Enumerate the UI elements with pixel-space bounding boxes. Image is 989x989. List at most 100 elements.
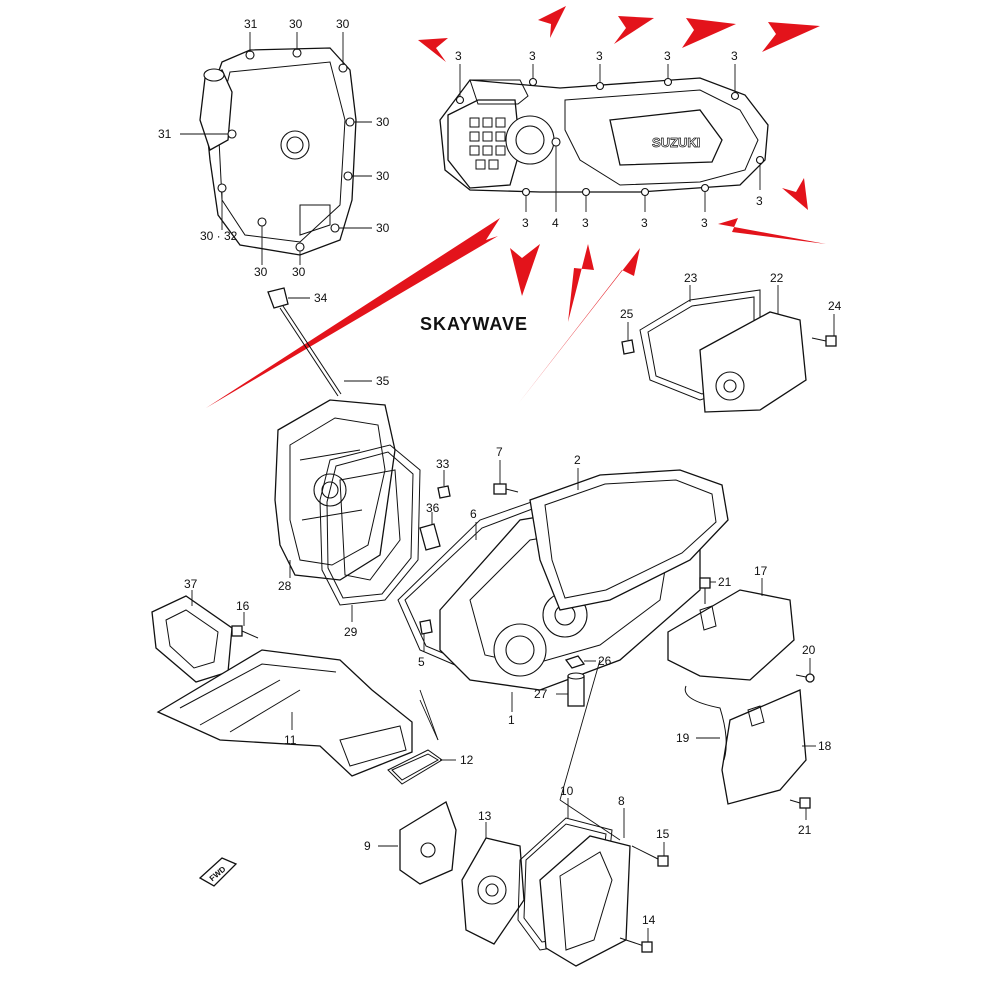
callout-8: 8	[618, 794, 625, 808]
o-ring-12	[387, 749, 456, 785]
callout-36: 36	[426, 501, 440, 515]
assembly-lines	[419, 659, 621, 841]
red-arrow-4	[682, 18, 736, 48]
callout-21-bottom: 21	[798, 823, 812, 837]
callout-27: 27	[534, 687, 548, 701]
callout-3-b: 3	[529, 49, 536, 63]
callout-29: 29	[344, 625, 358, 639]
duct-cover-37	[151, 590, 233, 683]
cvt-cover: SUZUKI	[439, 77, 769, 197]
red-arrow-11	[518, 248, 640, 404]
cover-17	[667, 578, 795, 681]
red-arrow-10	[568, 244, 594, 322]
sleeve-27	[556, 672, 585, 707]
fwd-direction-badge: FWD	[198, 857, 238, 887]
callout-30-top-a: 30	[289, 17, 303, 31]
callout-3-c: 3	[596, 49, 603, 63]
cover-18	[721, 689, 816, 805]
callout-3-j: 3	[522, 216, 529, 230]
callout-15: 15	[656, 827, 670, 841]
air-duct-11	[156, 649, 413, 777]
suzuki-logo: SUZUKI	[652, 135, 700, 150]
callout-1: 1	[508, 713, 515, 727]
bolt-16	[231, 612, 259, 639]
cvt-callout-leaders	[459, 64, 761, 212]
callout-3-f: 3	[756, 194, 763, 208]
bolt-15	[631, 842, 669, 867]
callout-30-bottom-b: 30	[254, 265, 268, 279]
bolt-21-bottom	[789, 797, 811, 820]
magneto-cover	[199, 47, 357, 256]
callout-35: 35	[376, 374, 390, 388]
callout-3-a: 3	[455, 49, 462, 63]
red-arrow-2	[538, 6, 566, 38]
callout-30-right-a: 30	[376, 115, 390, 129]
crankcase-cover-2	[529, 469, 729, 611]
callout-37: 37	[184, 577, 198, 591]
callout-10: 10	[560, 784, 574, 798]
callout-9: 9	[364, 839, 371, 853]
magneto-callout-leaders	[180, 32, 372, 265]
red-arrows	[206, 6, 826, 408]
callout-23: 23	[684, 271, 698, 285]
callout-31-top: 31	[244, 17, 258, 31]
clip-26	[564, 655, 596, 669]
callout-13: 13	[478, 809, 492, 823]
callout-21-top: 21	[718, 575, 732, 589]
callout-24: 24	[828, 299, 842, 313]
red-arrow-3	[614, 16, 654, 44]
bolt-7	[493, 460, 519, 495]
callout-30-top-b: 30	[336, 17, 350, 31]
callout-16: 16	[236, 599, 250, 613]
callout-30-right-c: 30	[376, 221, 390, 235]
callout-30-32: 30 · 32	[200, 229, 238, 243]
callout-19: 19	[676, 731, 690, 745]
vent-grille	[469, 117, 506, 170]
fan-13	[461, 822, 525, 945]
transmission-cover-22	[699, 311, 807, 413]
callout-3-h: 3	[641, 216, 648, 230]
callout-17: 17	[754, 564, 768, 578]
callout-4: 4	[552, 216, 559, 230]
left-cover-gasket	[319, 444, 421, 606]
callout-3-d: 3	[664, 49, 671, 63]
cover-8	[539, 808, 631, 967]
red-arrow-6	[782, 178, 808, 210]
callout-3-i: 3	[582, 216, 589, 230]
callout-14: 14	[642, 913, 656, 927]
callout-3-e: 3	[731, 49, 738, 63]
red-arrow-1	[418, 38, 448, 62]
callout-28: 28	[278, 579, 292, 593]
callout-20: 20	[802, 643, 816, 657]
callout-12: 12	[460, 753, 474, 767]
callout-22: 22	[770, 271, 784, 285]
callout-25: 25	[620, 307, 634, 321]
callout-30-bottom-a: 30	[292, 265, 306, 279]
screw-20	[795, 658, 815, 683]
red-arrow-9	[510, 244, 540, 296]
plate-9	[378, 801, 457, 885]
bolt-14	[619, 928, 653, 953]
callout-6: 6	[470, 507, 477, 521]
dipstick	[267, 287, 342, 397]
hose-19	[684, 685, 727, 761]
callout-30-right-b: 30	[376, 169, 390, 183]
callout-7: 7	[496, 445, 503, 459]
dowel-pin-33	[437, 470, 451, 499]
red-arrow-7	[718, 218, 826, 244]
red-arrow-8	[206, 218, 500, 408]
callout-18: 18	[818, 739, 832, 753]
callout-2: 2	[574, 453, 581, 467]
dowel-pin-5	[419, 619, 433, 652]
model-label: SKAYWAVE	[420, 314, 528, 334]
callout-31-left: 31	[158, 127, 172, 141]
red-arrow-5	[762, 22, 820, 52]
callout-3-g: 3	[701, 216, 708, 230]
collar-36	[419, 512, 441, 551]
callout-11: 11	[284, 733, 297, 747]
callout-34: 34	[314, 291, 328, 305]
left-crankcase-half	[274, 399, 396, 581]
callout-5: 5	[418, 655, 425, 669]
